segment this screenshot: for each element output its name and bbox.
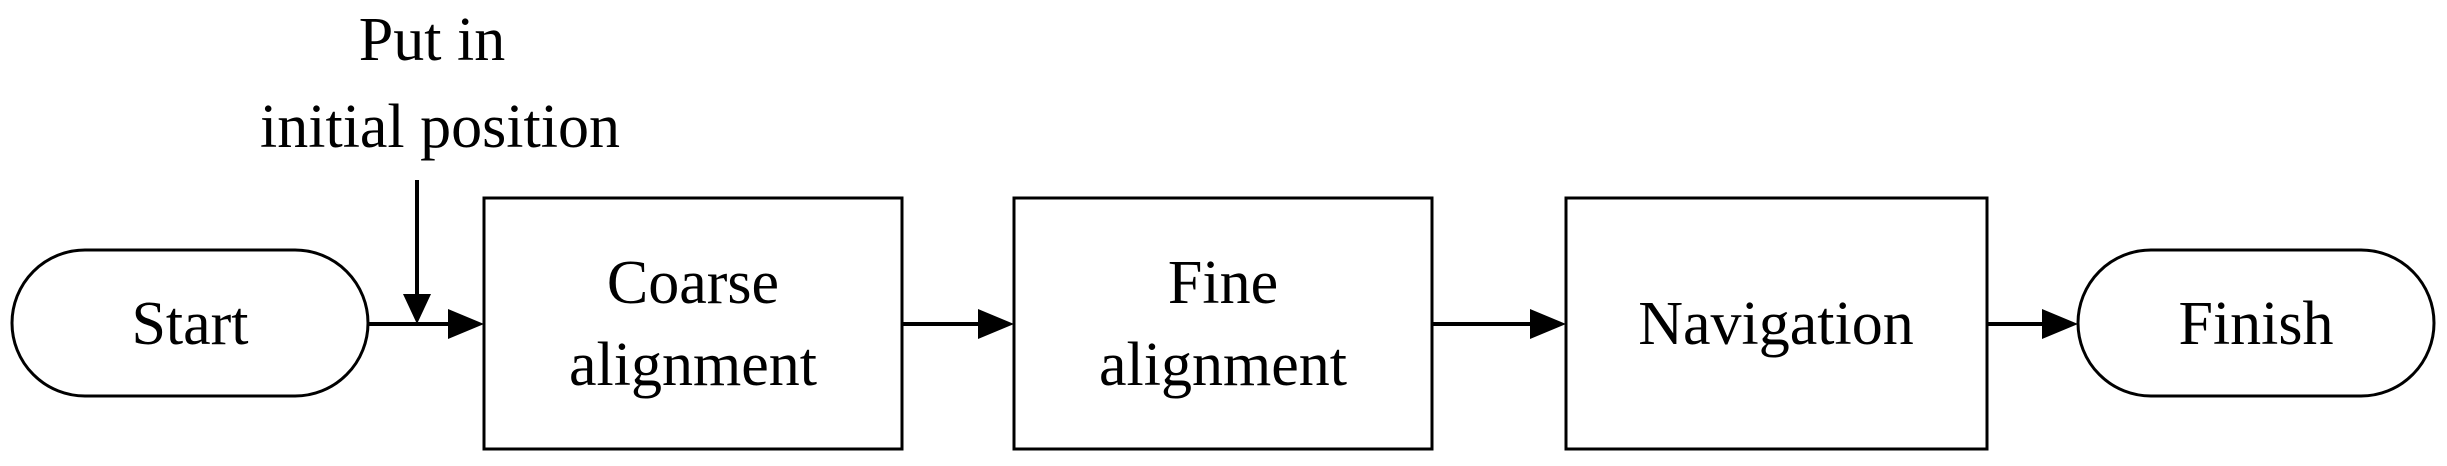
annotation-arrow-head — [403, 294, 431, 324]
finish-label: Finish — [2178, 290, 2333, 358]
start-label: Start — [131, 290, 248, 358]
navigation-box — [1564, 196, 1989, 451]
annotation-line-2: initial position — [260, 93, 620, 161]
coarse-alignment-label-1: Coarse — [607, 249, 779, 317]
arrow-navigation-to-finish-head — [2042, 309, 2078, 339]
fine-alignment-label-1: Fine — [1168, 249, 1278, 317]
finish-terminal — [2076, 248, 2436, 398]
coarse-alignment-box — [482, 196, 904, 451]
arrow-start-to-coarse-head — [448, 309, 484, 339]
fine-alignment-box — [1012, 196, 1434, 451]
arrow-fine-to-navigation-head — [1530, 309, 1566, 339]
coarse-alignment-label-2: alignment — [569, 331, 817, 399]
annotation-line-1: Put in — [359, 6, 505, 74]
arrow-coarse-to-fine-head — [978, 309, 1014, 339]
navigation-label: Navigation — [1638, 290, 1914, 358]
fine-alignment-label-2: alignment — [1099, 331, 1347, 399]
